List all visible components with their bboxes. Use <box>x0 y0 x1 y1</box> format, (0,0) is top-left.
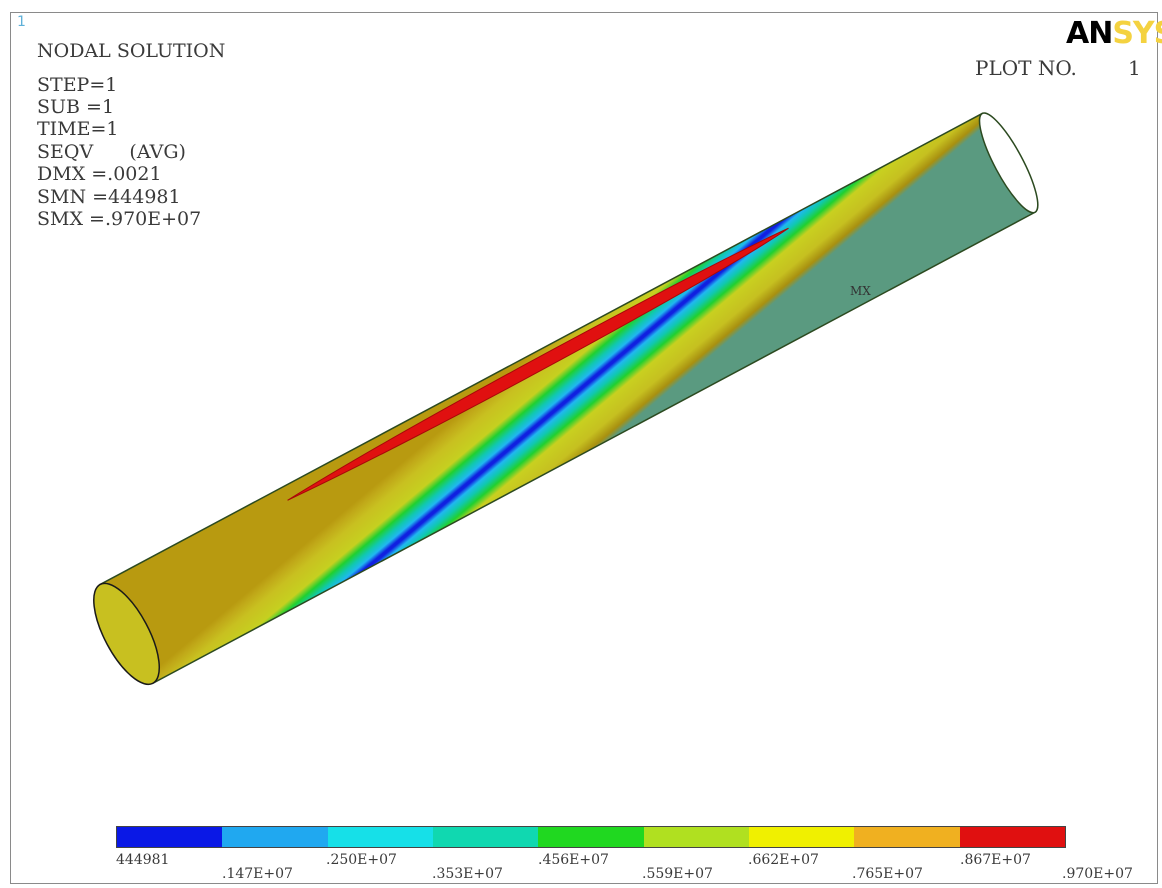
legend-segment-8 <box>854 827 960 847</box>
pipe-near-end <box>93 582 161 686</box>
legend-tick-6: .662E+07 <box>748 852 819 868</box>
header-line-seqv: SEQV (AVG) <box>37 141 186 163</box>
legend-tick-5: .559E+07 <box>642 866 713 882</box>
pipe-body <box>99 112 1037 685</box>
header-line-dmx: DMX =.0021 <box>37 163 162 185</box>
header-line-title: NODAL SOLUTION <box>37 40 226 62</box>
legend-segment-1 <box>117 827 223 847</box>
legend-tick-4: .456E+07 <box>538 852 609 868</box>
header-line-smx: SMX =.970E+07 <box>37 208 202 230</box>
legend-tick-8: .867E+07 <box>960 852 1031 868</box>
legend-tick-1: .147E+07 <box>222 866 293 882</box>
legend-segment-4 <box>432 827 539 847</box>
legend-tick-3: .353E+07 <box>432 866 503 882</box>
legend-tick-7: .765E+07 <box>852 866 923 882</box>
high-stress-band <box>287 227 789 501</box>
legend-segment-7 <box>748 827 855 847</box>
legend-segment-6 <box>643 827 749 847</box>
legend-tick-9: .970E+07 <box>1062 866 1133 882</box>
legend-segment-9 <box>959 827 1065 847</box>
legend-segment-5 <box>538 827 644 847</box>
legend-tick-2: .250E+07 <box>326 852 397 868</box>
max-stress-marker: MX <box>850 284 871 298</box>
legend-segment-3 <box>327 827 433 847</box>
header-line-time: TIME=1 <box>37 118 119 140</box>
logo-part-b: SYS <box>1112 16 1162 51</box>
legend-tick-0: 444981 <box>116 852 170 868</box>
legend-color-bar <box>116 826 1066 848</box>
ansys-logo: ANSYS <box>1066 16 1162 51</box>
pipe-far-end <box>978 112 1039 214</box>
plot-number-label: PLOT NO. <box>975 56 1077 80</box>
window-number: 1 <box>17 14 26 30</box>
legend-segment-2 <box>222 827 328 847</box>
header-line-smn: SMN =444981 <box>37 186 181 208</box>
header-line-sub: SUB =1 <box>37 96 115 118</box>
plot-number-value: 1 <box>1128 56 1141 80</box>
header-line-step: STEP=1 <box>37 74 118 96</box>
logo-part-a: AN <box>1066 16 1113 51</box>
